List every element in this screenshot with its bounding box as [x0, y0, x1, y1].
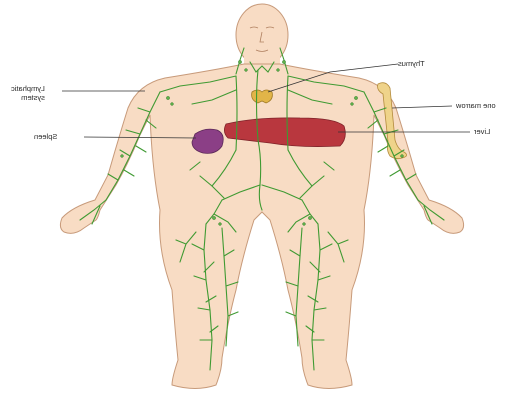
- torso: [60, 64, 463, 389]
- spleen: [192, 129, 223, 153]
- label-thymus: Thymus: [398, 60, 425, 69]
- leader-bone-marrow: [392, 106, 452, 108]
- label-lymphatic-line2: system: [11, 94, 45, 103]
- label-spleen: Spleen: [34, 133, 57, 142]
- label-lymphatic-system: Lymphatic system: [11, 85, 45, 102]
- label-liver: Liver: [474, 128, 490, 137]
- label-bone-marrow: one marrow: [456, 102, 496, 111]
